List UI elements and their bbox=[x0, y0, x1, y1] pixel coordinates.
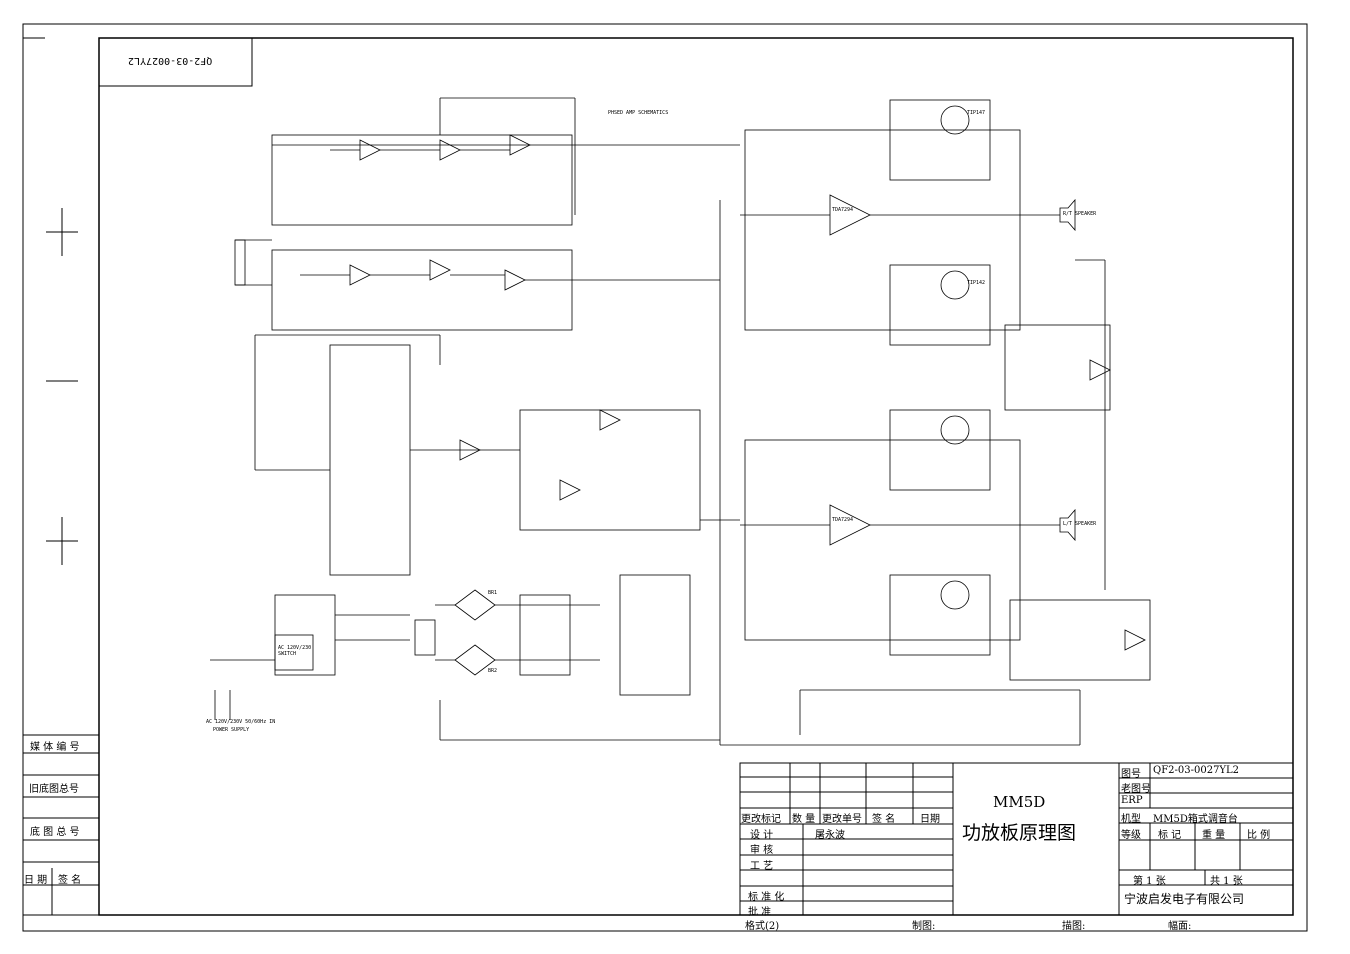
label-ac-switch: AC 120V/230 SWITCH bbox=[278, 645, 312, 657]
rev-header-mark: 更改标记 bbox=[741, 814, 781, 825]
total-sheets: 共 1 张 bbox=[1210, 876, 1243, 887]
role-standard: 标 准 化 bbox=[748, 892, 785, 903]
rotated-drawing-number: QF2-03-0027YL2 bbox=[128, 55, 213, 66]
rev-header-order: 更改单号 bbox=[822, 814, 862, 825]
sheet-number: 第 1 张 bbox=[1133, 876, 1166, 887]
role-approve: 批 准 bbox=[748, 907, 772, 918]
footer-format: 格式(2) bbox=[745, 921, 780, 932]
role-review: 审 核 bbox=[750, 845, 774, 856]
label-ic2: TDA7294 bbox=[832, 517, 854, 523]
label-q1: TIP147 bbox=[967, 110, 986, 116]
mark-label: 标 记 bbox=[1158, 830, 1182, 841]
grade-label: 等级 bbox=[1121, 830, 1141, 841]
field-model-label: 机型 bbox=[1121, 814, 1141, 825]
weight-label: 重 量 bbox=[1202, 830, 1226, 841]
rev-header-date: 日期 bbox=[920, 814, 940, 825]
designer-name: 屠永波 bbox=[815, 830, 845, 841]
psu-note: AC 120V/230V 50/60Hz IN bbox=[206, 719, 276, 725]
rev-header-qty: 数 量 bbox=[792, 814, 816, 825]
label-spk2: L/T SPEAKER bbox=[1063, 521, 1097, 527]
field-drawing-no-value: QF2-03-0027YL2 bbox=[1153, 765, 1240, 776]
base-total-label: 底 图 总 号 bbox=[30, 827, 80, 838]
label-bridge2: BR2 bbox=[488, 668, 498, 674]
date-label: 日 期 bbox=[24, 875, 48, 886]
field-drawing-no-label: 图号 bbox=[1121, 769, 1141, 780]
psu-note-2: POWER SUPPLY bbox=[213, 727, 250, 733]
footer-traced: 描图: bbox=[1062, 921, 1086, 932]
media-number-label: 媒 体 编 号 bbox=[30, 742, 80, 753]
label-spk1: R/T SPEAKER bbox=[1063, 211, 1097, 217]
schematic-heading: PHSED AMP SCHEMATICS bbox=[608, 110, 669, 116]
signature-label: 签 名 bbox=[58, 875, 82, 886]
footer-size: 幅面: bbox=[1168, 921, 1192, 932]
role-process: 工 艺 bbox=[750, 861, 774, 872]
label-ic1: TDA7294 bbox=[832, 207, 854, 213]
board-title: 功放板原理图 bbox=[962, 822, 1077, 844]
label-q2: TIP142 bbox=[967, 280, 986, 286]
scale-label: 比 例 bbox=[1247, 830, 1271, 841]
field-erp-label: ERP bbox=[1121, 795, 1143, 806]
rev-header-sign: 签 名 bbox=[872, 814, 896, 825]
footer-drawn: 制图: bbox=[912, 921, 936, 932]
old-base-total-label: 旧底图总号 bbox=[29, 784, 79, 795]
role-design: 设 计 bbox=[750, 830, 774, 841]
model-code: MM5D bbox=[993, 793, 1046, 811]
company-name: 宁波启发电子有限公司 bbox=[1124, 892, 1245, 906]
field-model-value: MM5D箱式调音台 bbox=[1153, 814, 1238, 825]
label-bridge1: BR1 bbox=[488, 590, 498, 596]
field-old-no-label: 老图号 bbox=[1121, 784, 1151, 795]
